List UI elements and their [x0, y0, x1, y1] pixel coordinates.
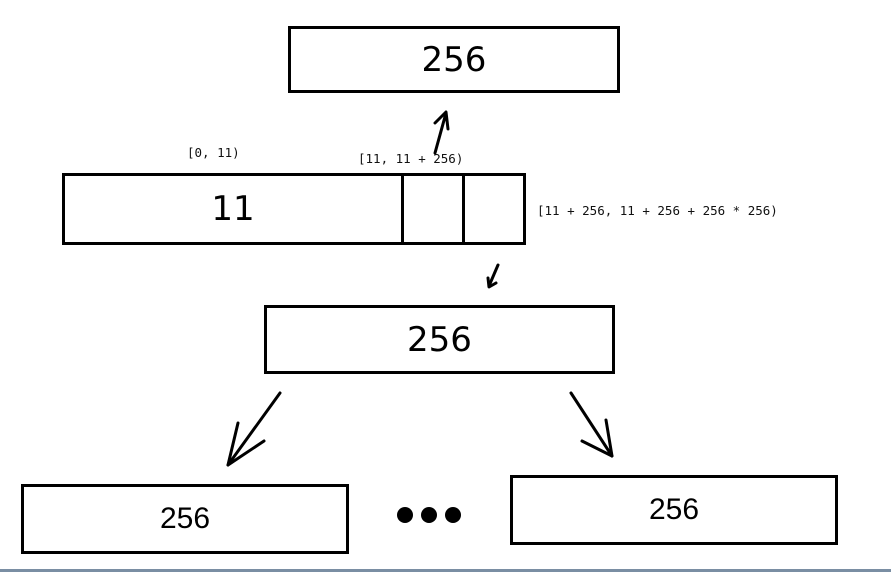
ellipsis-dot [421, 507, 437, 523]
main-block-indirect-slot [465, 176, 523, 242]
ellipsis-icon [397, 507, 461, 523]
ellipsis-dot [397, 507, 413, 523]
top-block-label: 256 [421, 39, 487, 80]
top-block: 256 [288, 26, 620, 93]
main-block-header-segment: 11 [65, 176, 404, 242]
ellipsis-dot [445, 507, 461, 523]
leaf-block-right-label: 256 [648, 493, 700, 526]
arrow-to-right-leaf-icon [569, 391, 614, 458]
header-range-label: [0, 11) [187, 145, 240, 160]
leaf-block-right: 256 [510, 475, 838, 545]
arrow-to-left-leaf-icon [226, 391, 282, 467]
main-block-direct-slot [404, 176, 465, 242]
indirect-range-label: [11 + 256, 11 + 256 + 256 * 256) [537, 203, 778, 218]
leaf-block-left: 256 [21, 484, 349, 554]
direct-range-label: [11, 11 + 256) [358, 151, 464, 166]
middle-block: 256 [264, 305, 615, 374]
main-block: 11 [62, 173, 526, 245]
main-block-header-label: 11 [211, 189, 255, 229]
arrow-to-middle-block-icon [486, 263, 500, 289]
arrow-to-top-block-icon [433, 110, 450, 155]
bottom-divider [0, 569, 891, 572]
middle-block-label: 256 [407, 319, 472, 360]
leaf-block-left-label: 256 [159, 502, 211, 535]
